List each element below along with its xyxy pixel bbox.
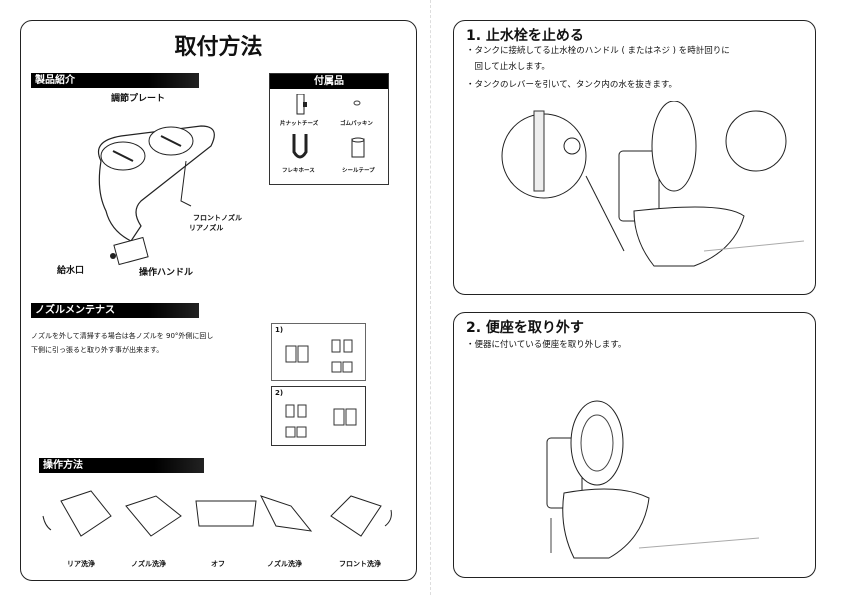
position-nozzle-wash: ノズル洗浄 — [131, 560, 166, 568]
toilet-seat-removal-illustration — [546, 400, 759, 559]
rubber-packing-icon — [353, 100, 361, 106]
bidet-illustration — [97, 125, 215, 266]
nozzle-header: ノズルメンテナス — [31, 303, 199, 318]
nozzle-step-1-figure: 1) — [271, 323, 366, 381]
label-handle: 操作ハンドル — [139, 268, 194, 278]
flex-hose-icon — [292, 134, 308, 159]
position-nozzle-wash-2: ノズル洗浄 — [267, 560, 302, 568]
product-header: 製品紹介 — [31, 73, 199, 88]
handle-positions-illustration — [42, 490, 392, 537]
label-inlet: 給水口 — [57, 266, 85, 276]
label-rear-nozzle: リアノズル — [189, 224, 224, 232]
step-2-panel: 2. 便座を取り外す ・便器に付いている便座を取り外します。 — [453, 312, 816, 578]
step-1-line-3: ・タンクのレバーを引いて、タンク内の水を抜きます。 — [466, 80, 677, 90]
accessory-label: フレキホース — [282, 168, 315, 174]
label-front-nozzle: フロントノズル — [193, 214, 242, 222]
accessories-header: 付属品 — [270, 74, 388, 89]
seal-tape-icon — [351, 137, 365, 158]
step-1-panel: 1. 止水栓を止める ・タンクに接続してる止水栓のハンドル ( またはネジ ) … — [453, 20, 816, 295]
step-1-title: 1. 止水栓を止める — [466, 28, 584, 44]
nozzle-text-2: 下側に引っ張ると取り外す事が出来ます。 — [31, 346, 164, 354]
accessory-label: ゴムパッキン — [340, 121, 373, 127]
step-2-line-1: ・便器に付いている便座を取り外します。 — [466, 340, 627, 350]
tee-fitting-icon — [296, 94, 307, 115]
position-rear-wash: リア洗浄 — [67, 560, 95, 568]
page-fold — [430, 0, 431, 595]
nozzle-step-2-figure: 2) — [271, 386, 366, 446]
accessory-label: シールテープ — [342, 168, 375, 174]
step-2-label: 2) — [275, 389, 284, 397]
nozzle-text-1: ノズルを外して清掃する場合は各ノズルを 90°外側に回し — [31, 332, 214, 340]
position-off: オフ — [211, 560, 225, 568]
position-front-wash: フロント洗浄 — [339, 560, 381, 568]
step-2-title: 2. 便座を取り外す — [466, 320, 584, 336]
step-1-label: 1) — [275, 326, 284, 334]
step-1-line-1: ・タンクに接続してる止水栓のハンドル ( またはネジ ) を時計回りに — [466, 46, 730, 56]
accessories-box: 付属品 片ナットチーズ ゴムパッキン フレキホース シールテープ — [269, 73, 389, 185]
accessory-label: 片ナットチーズ — [280, 121, 319, 127]
step-1-line-2: 回して止水します。 — [466, 62, 550, 72]
install-panel: 取付方法 製品紹介 調節プレート フロントノズル リアノズル 給水口 操作ハンド… — [20, 20, 417, 581]
operation-header: 操作方法 — [39, 458, 204, 473]
page-title: 取付方法 — [174, 35, 263, 60]
toilet-shutoff-illustration — [501, 101, 804, 267]
label-plate: 調節プレート — [111, 94, 166, 104]
